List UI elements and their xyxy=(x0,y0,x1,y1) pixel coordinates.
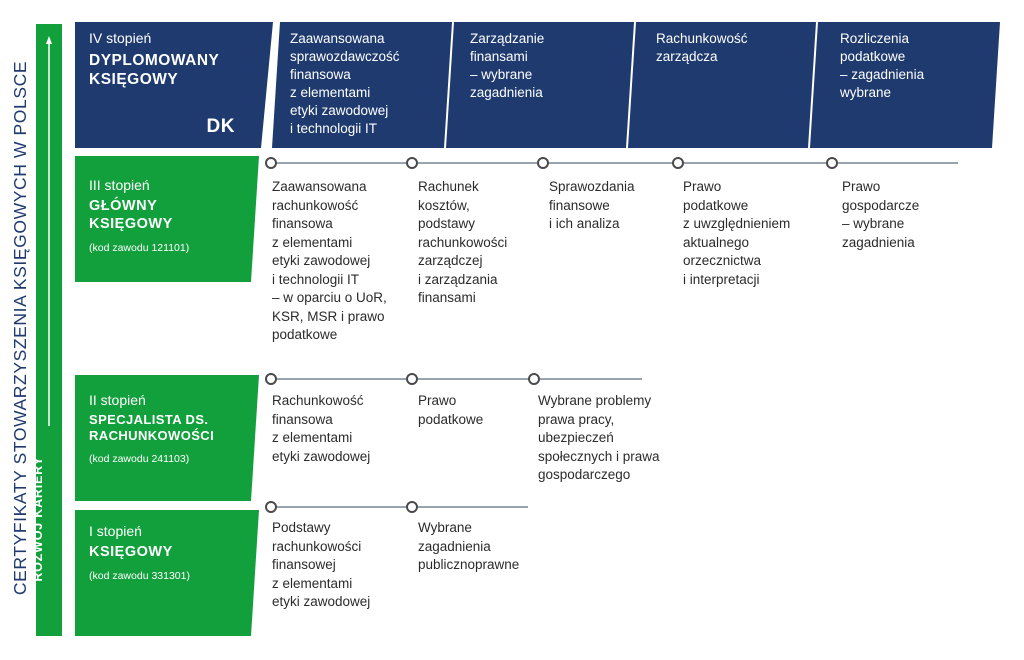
level-2-title-line2: RACHUNKOWOŚCI xyxy=(89,428,215,443)
level-3-stage: III stopień xyxy=(89,177,150,193)
level-1-box: I stopień KSIĘGOWY (kod zawodu 331301) xyxy=(75,510,255,636)
level-4-subject-2-bg xyxy=(446,22,634,148)
level-2-subject-2: Prawo podatkowe xyxy=(418,393,484,427)
level-3-timeline xyxy=(270,162,958,164)
level-3-box: III stopień GŁÓWNY KSIĘGOWY (kod zawodu … xyxy=(75,156,255,282)
level-4-title-line1: DYPLOMOWANY xyxy=(89,52,220,69)
timeline-node-icon xyxy=(265,157,277,169)
level-1-timeline xyxy=(270,506,528,508)
timeline-node-icon xyxy=(265,373,277,385)
level-4-subject-1-bg xyxy=(272,22,452,148)
level-4-subject-1: Zaawansowana sprawozdawczość finansowa z… xyxy=(290,31,400,136)
level-4-box-bg xyxy=(75,22,273,148)
level-3-subject-5: Prawo gospodarcze – wybrane zagadnienia xyxy=(842,179,920,250)
level-4-box: IV stopień DYPLOMOWANY KSIĘGOWY DK xyxy=(75,22,265,148)
level-4-subject-3: Rachunkowość zarządcza xyxy=(656,31,748,64)
level-1-box-bg xyxy=(75,510,259,636)
level-2-timeline xyxy=(270,378,642,380)
level-4-subject-3-bg xyxy=(628,22,816,148)
timeline-node-icon xyxy=(406,157,418,169)
level-4-stage: IV stopień xyxy=(89,30,152,46)
level-4-subject-2: Zarządzanie finansami – wybrane zagadnie… xyxy=(470,31,545,100)
level-3-subject-4: Prawo podatkowe z uwzględnieniem aktualn… xyxy=(683,179,791,287)
timeline-node-icon xyxy=(672,157,684,169)
level-2-code: (kod zawodu 241103) xyxy=(89,453,190,465)
level-3-box-bg xyxy=(75,156,259,282)
level-1-title-line1: KSIĘGOWY xyxy=(89,544,173,560)
career-up-arrow-icon xyxy=(46,36,52,426)
timeline-node-icon xyxy=(537,157,549,169)
dk-badge: DK xyxy=(206,116,235,137)
level-2-title-line1: SPECJALISTA DS. xyxy=(89,412,209,427)
timeline-node-icon xyxy=(406,501,418,513)
timeline-node-icon xyxy=(265,501,277,513)
level-4-subject-4: Rozliczenia podatkowe – zagadnienia wybr… xyxy=(840,31,925,100)
level-2-subject-3: Wybrane problemy prawa pracy, ubezpiecze… xyxy=(538,393,660,482)
timeline-node-icon xyxy=(528,373,540,385)
level-4-title-line2: KSIĘGOWY xyxy=(89,71,179,88)
level-2-stage: II stopień xyxy=(89,392,146,408)
level-2-box-bg xyxy=(75,375,259,501)
level-3-code: (kod zawodu 121101) xyxy=(89,242,190,254)
level-3-title-line2: KSIĘGOWY xyxy=(89,216,173,232)
level-3-subject-3: Sprawozdania finansowe i ich analiza xyxy=(549,179,635,231)
level-3-title-line1: GŁÓWNY xyxy=(89,198,158,214)
level-3-subject-2: Rachunek kosztów, podstawy rachunkowości… xyxy=(418,179,508,305)
level-4-subject-4-bg xyxy=(810,22,1000,148)
level-1-subject-2: Wybrane zagadnienia publicznoprawne xyxy=(418,520,520,572)
level-3-subject-1: Zaawansowana rachunkowość finansowa z el… xyxy=(272,179,387,342)
level-1-stage: I stopień xyxy=(89,523,142,539)
level-2-subject-1: Rachunkowość finansowa z elementami etyk… xyxy=(272,393,371,464)
level-1-code: (kod zawodu 331301) xyxy=(89,570,190,582)
career-label: ROZWÓJ KARIERY xyxy=(31,456,45,582)
timeline-node-icon xyxy=(406,373,418,385)
level-1-subject-1: Podstawy rachunkowości finansowej z elem… xyxy=(272,520,371,609)
level-2-box: II stopień SPECJALISTA DS. RACHUNKOWOŚCI… xyxy=(75,375,255,501)
timeline-node-icon xyxy=(826,157,838,169)
